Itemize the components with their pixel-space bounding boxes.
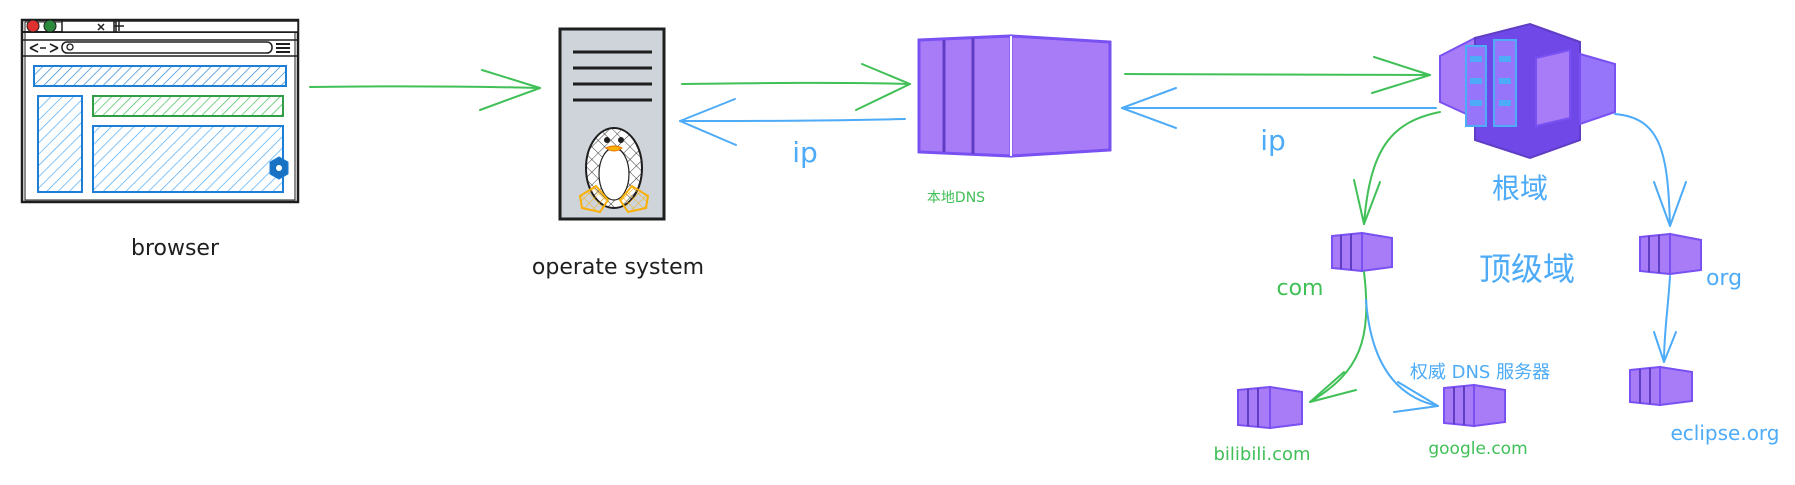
- bilibili-node: bilibili.com: [1213, 385, 1311, 465]
- com-label: com: [1277, 276, 1324, 301]
- arrow-os-to-local-dns: [681, 63, 911, 111]
- google-label: google.com: [1428, 439, 1527, 459]
- google-node: google.com: [1428, 383, 1528, 459]
- com-node: com: [1277, 231, 1393, 301]
- server-box-icon: [1629, 365, 1693, 407]
- arrow-com-to-bilibili: [1309, 271, 1368, 403]
- arrow-root-to-com: [1353, 111, 1441, 225]
- arrow-local-dns-to-root: [1124, 56, 1431, 94]
- tux-penguin-icon: [578, 127, 650, 214]
- os-node: operate system: [532, 27, 704, 280]
- root-server-icon: [1439, 22, 1616, 160]
- eclipse-node: eclipse.org: [1629, 365, 1780, 445]
- arrows: ip ip: [309, 56, 1687, 413]
- arrow-root-to-local-dns: [1121, 87, 1437, 129]
- arrow-com-to-google: [1365, 299, 1439, 413]
- local-dns-label: 本地DNS: [927, 190, 985, 206]
- server-box-icon: [1237, 385, 1303, 430]
- server-box-icon: [917, 34, 1112, 158]
- root-dns-label: 根域: [1492, 172, 1548, 205]
- os-label: operate system: [532, 255, 704, 280]
- browser-label: browser: [131, 236, 220, 261]
- browser-window-icon: [20, 18, 300, 204]
- root-dns-node: 根域: [1439, 22, 1616, 205]
- server-box-icon: [1443, 383, 1506, 428]
- ip-label-os: ip: [792, 136, 818, 169]
- browser-node: browser: [20, 18, 300, 261]
- ip-label-root: ip: [1260, 124, 1286, 157]
- org-label: org: [1706, 266, 1742, 291]
- tld-title: 顶级域: [1479, 250, 1575, 288]
- local-dns-node: 本地DNS: [917, 34, 1112, 206]
- authoritative-dns-title: 权威 DNS 服务器: [1410, 362, 1550, 383]
- arrow-root-to-org: [1614, 113, 1687, 227]
- server-box-icon: [1639, 232, 1702, 276]
- eclipse-label: eclipse.org: [1671, 421, 1780, 445]
- linux-server-icon: [558, 27, 666, 221]
- server-box-icon: [1331, 231, 1393, 273]
- arrow-local-dns-to-os: [679, 98, 906, 146]
- org-node: org: [1639, 232, 1742, 291]
- arrow-org-to-eclipse: [1653, 275, 1677, 363]
- bilibili-label: bilibili.com: [1213, 444, 1310, 465]
- arrow-browser-to-os: [309, 69, 541, 111]
